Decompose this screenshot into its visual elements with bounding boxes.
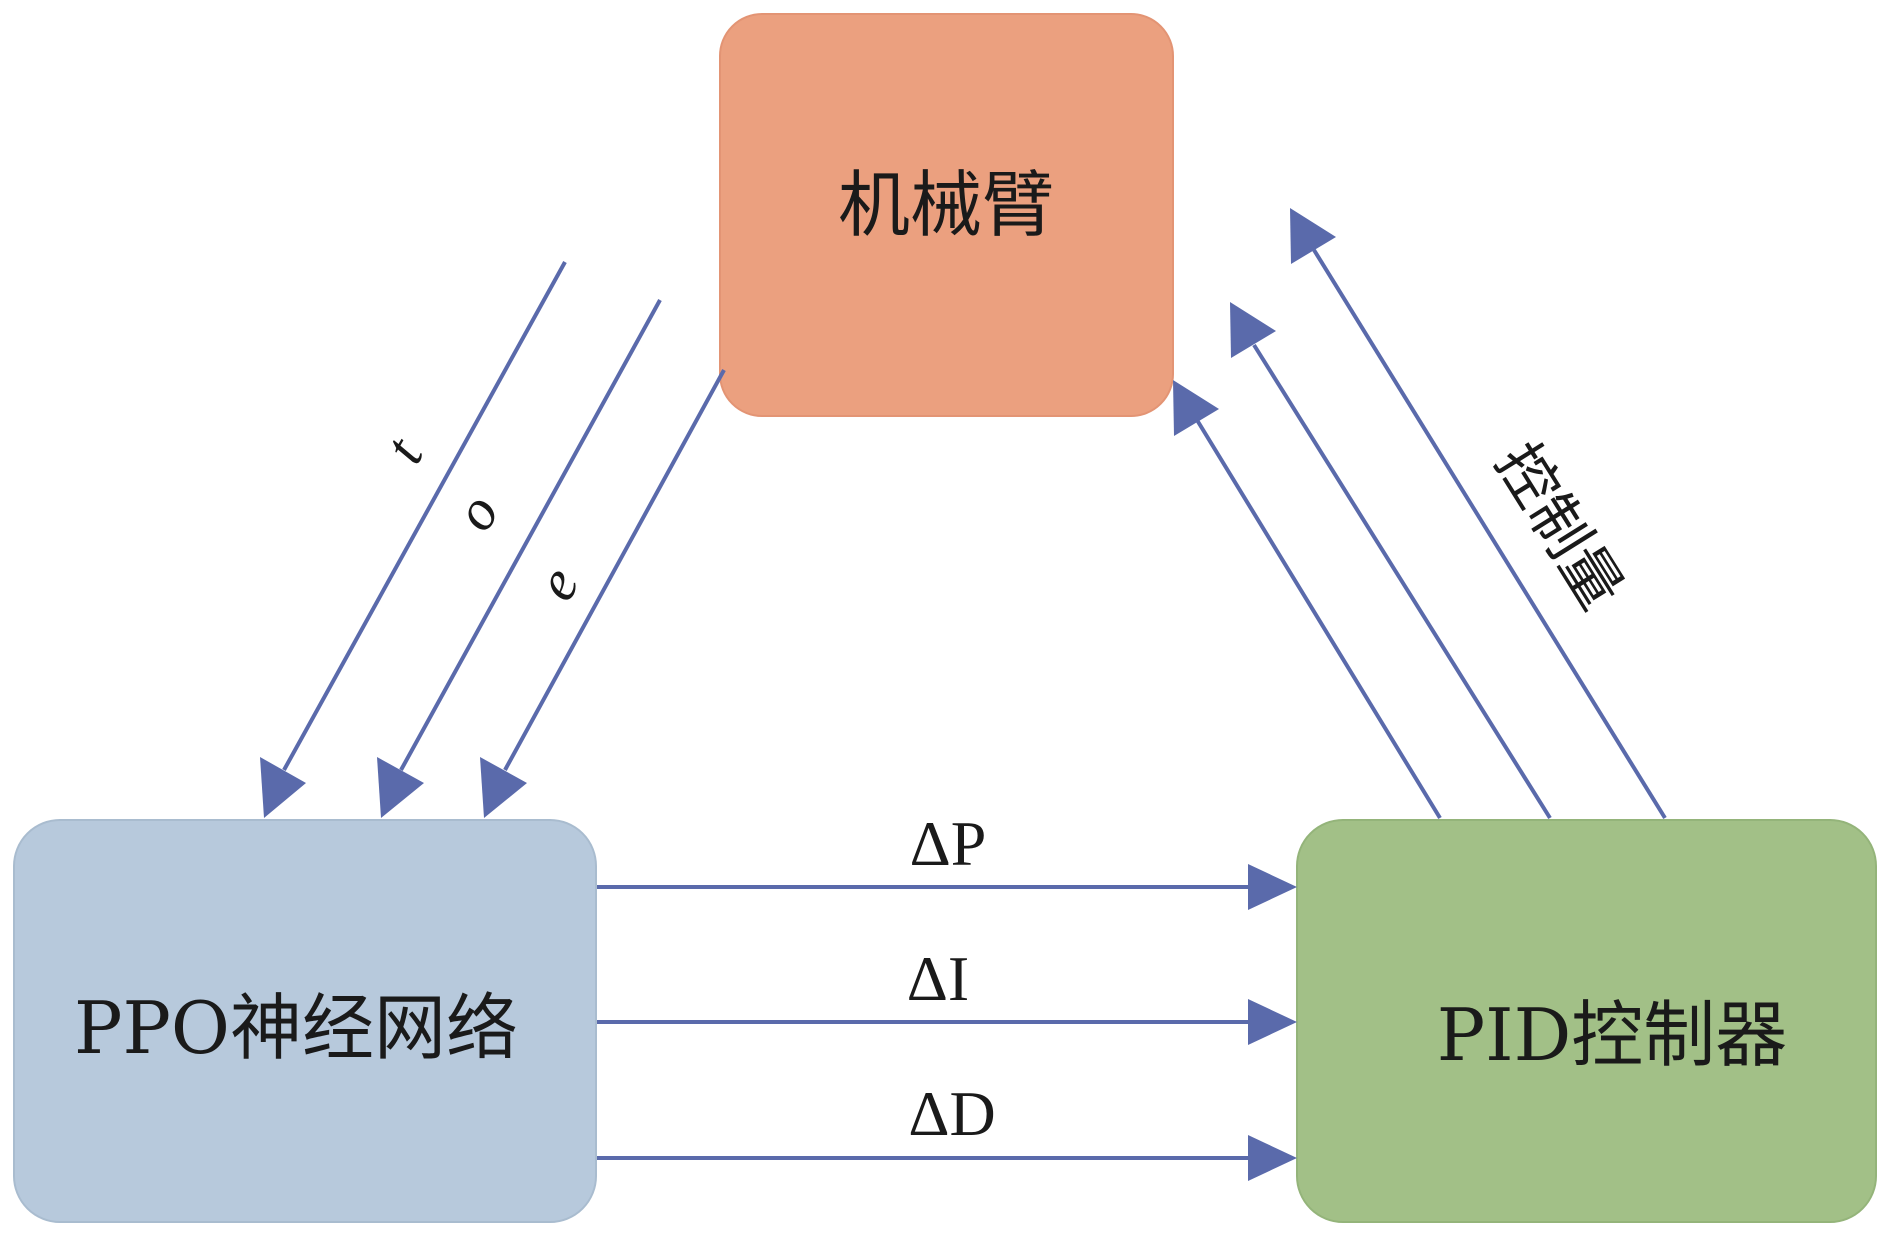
edge-control-label: 控制量	[1482, 432, 1637, 622]
edge-o-label: o	[441, 483, 512, 541]
node-pid-controller: PID控制器	[1296, 819, 1877, 1223]
edge-control-2-line	[1252, 343, 1552, 820]
edge-control-1-arrowhead	[1173, 380, 1219, 436]
node-robot-arm-label: 机械臂	[838, 163, 1054, 247]
edge-control-3-line	[1312, 248, 1667, 820]
edges-pid-to-arm: 控制量	[1173, 208, 1667, 820]
edge-delta-p-label: ΔP	[910, 808, 987, 879]
edge-e-arrowhead	[480, 757, 527, 818]
edge-delta-d-label: ΔD	[908, 1078, 995, 1149]
node-robot-arm: 机械臂	[719, 13, 1174, 417]
node-pid-controller-label: PID控制器	[1437, 993, 1788, 1077]
node-ppo-network: PPO神经网络	[13, 819, 597, 1223]
edge-control-2-arrowhead	[1230, 302, 1276, 358]
edge-control-1-line	[1195, 418, 1442, 820]
edge-o-line	[399, 299, 662, 771]
edge-delta-p-arrowhead	[1248, 864, 1297, 910]
edges-arm-to-ppo: t o e	[260, 261, 726, 818]
node-ppo-network-box	[13, 819, 597, 1223]
edge-e-line	[503, 369, 726, 771]
edges-ppo-to-pid: ΔP ΔI ΔD	[597, 808, 1297, 1181]
edge-t-arrowhead	[260, 757, 306, 818]
node-robot-arm-box	[719, 13, 1174, 417]
edge-o-arrowhead	[377, 757, 424, 818]
edge-t-label: t	[371, 425, 436, 473]
edge-delta-i-arrowhead	[1248, 999, 1297, 1045]
edge-e-label: e	[523, 556, 592, 611]
edge-delta-d-arrowhead	[1248, 1135, 1297, 1181]
edge-t-line	[282, 261, 567, 771]
node-pid-controller-box	[1296, 819, 1877, 1223]
edge-delta-i-label: ΔI	[907, 943, 969, 1014]
edge-control-3-arrowhead	[1290, 208, 1336, 264]
node-ppo-network-label: PPO神经网络	[74, 986, 518, 1070]
